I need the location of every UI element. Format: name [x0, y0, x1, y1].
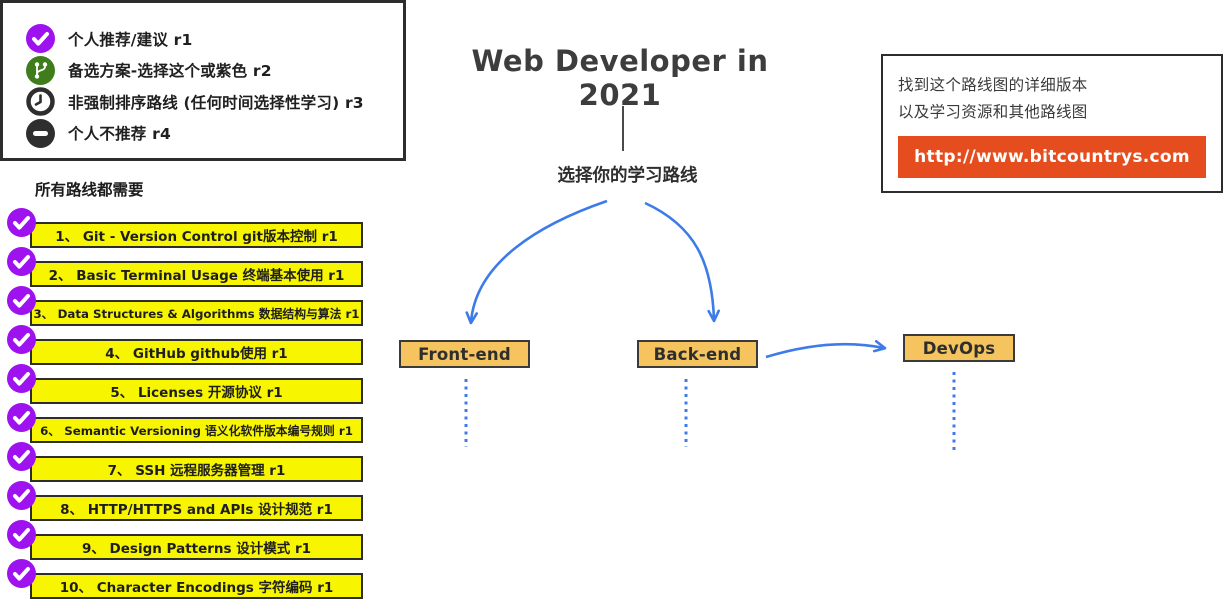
node-label: DevOps — [922, 338, 996, 358]
git-branch-icon — [26, 56, 55, 85]
legend-item-recommended: 个人推荐/建议 r1 — [26, 23, 403, 55]
list-item-licenses[interactable]: 5、 Licenses 开源协议 r1 — [0, 359, 380, 404]
check-circle-icon — [7, 559, 36, 588]
list-item-ssh[interactable]: 7、 SSH 远程服务器管理 r1 — [0, 437, 380, 482]
common-list-heading: 所有路线都需要 — [35, 181, 144, 199]
minus-icon — [26, 119, 55, 148]
node-label: Front-end — [418, 344, 511, 364]
list-item-label: 5、 Licenses 开源协议 r1 — [110, 385, 283, 401]
legend-item-alternative: 备选方案-选择这个或紫色 r2 — [26, 55, 403, 87]
info-line-1: 找到这个路线图的详细版本 — [898, 76, 1088, 94]
check-circle-icon — [7, 481, 36, 510]
website-link[interactable]: http://www.bitcountrys.com — [898, 136, 1206, 178]
list-item-label: 3、 Data Structures & Algorithms 数据结构与算法 … — [33, 306, 360, 321]
check-circle-icon — [7, 403, 36, 432]
check-circle-icon — [7, 442, 36, 471]
list-item-label: 2、 Basic Terminal Usage 终端基本使用 r1 — [48, 268, 345, 284]
list-item-label: 4、 GitHub github使用 r1 — [105, 346, 288, 362]
legend-item-not-recommended: 个人不推荐 r4 — [26, 118, 403, 150]
common-list: 1、 Git - Version Control git版本控制 r1 2、 B… — [0, 203, 380, 599]
check-circle-icon — [7, 364, 36, 393]
legend-label: 非强制排序路线 (任何时间选择性学习) r3 — [68, 93, 364, 112]
page-title: Web Developer in 2021 — [471, 44, 769, 112]
legend-label: 个人不推荐 r4 — [68, 125, 171, 144]
node-front-end[interactable]: Front-end — [399, 340, 530, 368]
legend-label: 个人推荐/建议 r1 — [68, 30, 193, 49]
check-circle-icon — [7, 286, 36, 315]
list-item-terminal[interactable]: 2、 Basic Terminal Usage 终端基本使用 r1 — [0, 242, 380, 287]
list-item-label: 8、 HTTP/HTTPS and APIs 设计规范 r1 — [60, 502, 333, 518]
node-back-end[interactable]: Back-end — [637, 340, 758, 368]
node-label: Back-end — [653, 344, 742, 364]
node-devops[interactable]: DevOps — [903, 334, 1015, 362]
legend-label: 备选方案-选择这个或紫色 r2 — [68, 62, 272, 81]
legend-box: 个人推荐/建议 r1 备选方案-选择这个或紫色 r2 非强制排序路线 (任何时间… — [0, 0, 406, 161]
list-item-dsa[interactable]: 3、 Data Structures & Algorithms 数据结构与算法 … — [0, 281, 380, 326]
check-circle-icon — [7, 247, 36, 276]
list-item-encodings[interactable]: 10、 Character Encodings 字符编码 r1 — [0, 554, 380, 599]
list-item-semver[interactable]: 6、 Semantic Versioning 语义化软件版本编号规则 r1 — [0, 398, 380, 443]
list-item-git[interactable]: 1、 Git - Version Control git版本控制 r1 — [0, 203, 380, 248]
info-line-2: 以及学习资源和其他路线图 — [898, 103, 1088, 121]
check-circle-icon — [7, 325, 36, 354]
list-item-label: 9、 Design Patterns 设计模式 r1 — [81, 541, 312, 557]
check-circle-icon — [7, 208, 36, 237]
list-item-github[interactable]: 4、 GitHub github使用 r1 — [0, 320, 380, 365]
check-circle-icon — [26, 24, 55, 53]
list-item-label: 1、 Git - Version Control git版本控制 r1 — [55, 229, 338, 245]
list-item-label: 6、 Semantic Versioning 语义化软件版本编号规则 r1 — [40, 423, 353, 438]
list-item-label: 10、 Character Encodings 字符编码 r1 — [59, 580, 334, 596]
list-item-http[interactable]: 8、 HTTP/HTTPS and APIs 设计规范 r1 — [0, 476, 380, 521]
check-circle-icon — [7, 520, 36, 549]
list-item-design-patterns[interactable]: 9、 Design Patterns 设计模式 r1 — [0, 515, 380, 560]
list-item-label: 7、 SSH 远程服务器管理 r1 — [107, 463, 286, 479]
choose-path-label: 选择你的学习路线 — [557, 166, 698, 186]
info-box: 找到这个路线图的详细版本 以及学习资源和其他路线图 http://www.bit… — [881, 54, 1223, 193]
clock-icon — [26, 87, 55, 116]
legend-item-anytime: 非强制排序路线 (任何时间选择性学习) r3 — [26, 86, 403, 118]
website-url: http://www.bitcountrys.com — [914, 147, 1190, 167]
